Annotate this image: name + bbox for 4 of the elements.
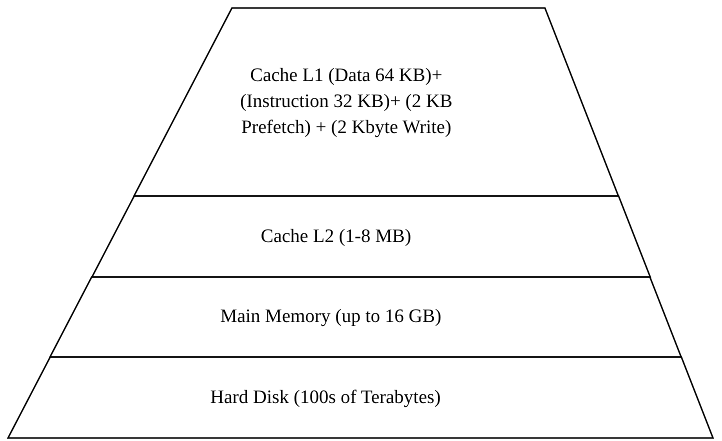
- level-label: Hard Disk (100s of Terabytes): [210, 386, 441, 410]
- level-label: Cache L2 (1-8 MB): [260, 224, 412, 248]
- level-label: Main Memory (up to 16 GB): [220, 305, 442, 329]
- level-label: Cache L1 (Data 64 KB)+ (Instruction 32 KB)+ (2 KB Prefetch) + (2 Kbyte Write): [239, 64, 454, 140]
